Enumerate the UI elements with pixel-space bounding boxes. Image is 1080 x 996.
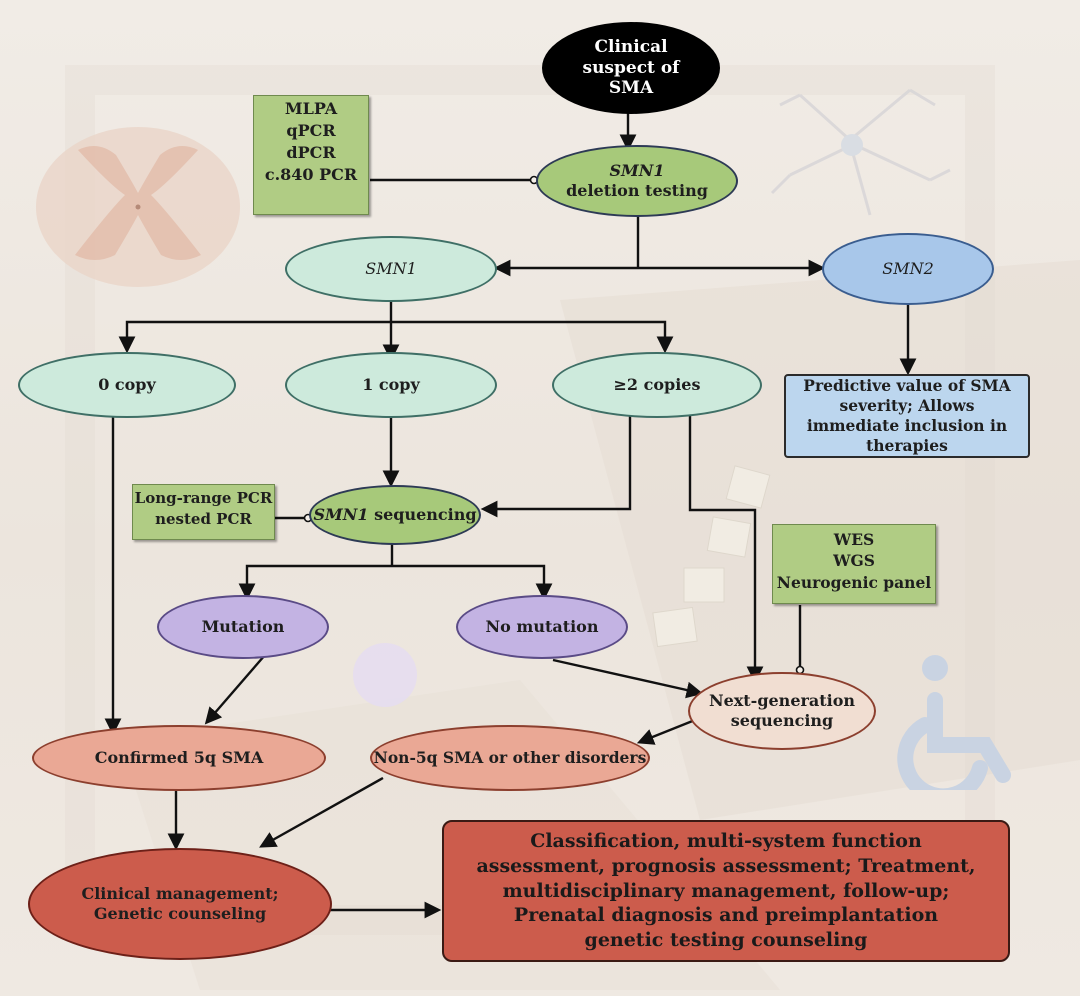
two-copies-node: ≥2 copies (552, 352, 762, 418)
final-actions-box: Classification, multi-system function as… (442, 820, 1010, 962)
wheelchair-icon (897, 655, 1011, 790)
smn1-deletion-gene: SMN1 (609, 161, 665, 181)
cell-icon (353, 643, 417, 707)
deletion-methods-note: MLPA qPCR dPCR c.840 PCR (253, 95, 369, 215)
smn2-node: SMN2 (822, 233, 994, 305)
smn1-label: SMN1 (365, 259, 417, 279)
smn2-result-text: Predictive value of SMA severity; Allows… (803, 375, 1011, 456)
method-long-range-pcr: Long-range PCR (134, 489, 273, 507)
smn2-label: SMN2 (882, 259, 934, 279)
zero-copy-node: 0 copy (18, 352, 236, 418)
method-wgs: WGS (833, 551, 875, 571)
clinical-management-text: Clinical management; (81, 884, 279, 904)
spinal-cord-cross-section-icon (36, 127, 240, 287)
method-mlpa: MLPA (284, 99, 338, 118)
smn1-seq-gene: SMN1 (313, 505, 369, 525)
smn1-node: SMN1 (285, 236, 497, 302)
smn2-result-box: Predictive value of SMA severity; Allows… (784, 374, 1030, 458)
mutation-node: Mutation (157, 595, 329, 659)
background-vertebrae (652, 465, 771, 648)
non-5q-sma-node: Non-5q SMA or other disorders (370, 725, 650, 791)
smn1-deletion-text: deletion testing (566, 181, 708, 200)
no-mutation-label: No mutation (485, 617, 599, 637)
no-mutation-node: No mutation (456, 595, 628, 659)
ngs-label: Next-generation sequencing (708, 691, 856, 730)
non-5q-sma-label: Non-5q SMA or other disorders (373, 747, 647, 767)
zero-copy-label: 0 copy (98, 375, 156, 395)
confirmed-5q-sma-label: Confirmed 5q SMA (94, 748, 264, 768)
method-qpcr: qPCR (286, 121, 336, 141)
ngs-methods-note: WES WGS Neurogenic panel (772, 524, 936, 604)
mutation-label: Mutation (201, 617, 285, 637)
method-neurogenic-panel: Neurogenic panel (776, 572, 932, 592)
smn1-sequencing-node: SMN1 sequencing (309, 485, 481, 545)
one-copy-node: 1 copy (285, 352, 497, 418)
ngs-node: Next-generation sequencing (688, 672, 876, 750)
two-copies-label: ≥2 copies (613, 375, 701, 395)
smn1-seq-text: sequencing (374, 505, 477, 525)
one-copy-label: 1 copy (362, 375, 420, 395)
genetic-counseling-text: Genetic counseling (93, 904, 267, 923)
neuron-icon (770, 88, 951, 216)
method-wes: WES (833, 530, 875, 549)
method-nested-pcr: nested PCR (155, 509, 252, 528)
clinical-suspect-label: Clinical suspect of SMA (582, 36, 680, 99)
clinical-management-node: Clinical management;Genetic counseling (28, 848, 332, 960)
method-c840-pcr: c.840 PCR (264, 165, 358, 185)
final-actions-text: Classification, multi-system function as… (476, 830, 976, 952)
clinical-suspect-node: Clinical suspect of SMA (542, 22, 720, 114)
method-dpcr: dPCR (286, 143, 336, 163)
sequencing-methods-note: Long-range PCR nested PCR (132, 484, 275, 540)
confirmed-5q-sma-node: Confirmed 5q SMA (32, 725, 326, 791)
